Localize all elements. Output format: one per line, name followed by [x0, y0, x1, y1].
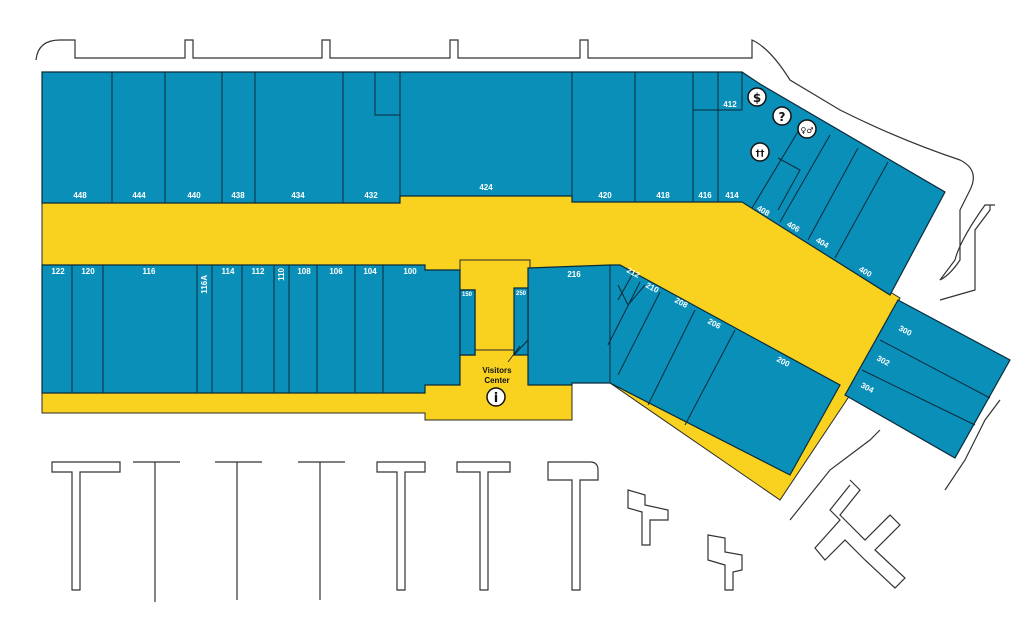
store-432[interactable]: 432 — [364, 191, 378, 200]
atm-icon-glyph: $ — [753, 91, 761, 105]
store-110[interactable]: 110 — [277, 267, 286, 280]
visitors-center-label-line1: Visitors — [482, 366, 512, 375]
site-outline — [35, 39, 1001, 521]
store-250[interactable]: 250 — [516, 291, 527, 297]
store-112[interactable]: 112 — [252, 267, 265, 276]
store-414[interactable]: 414 — [725, 191, 739, 200]
food-icon-glyph: †† — [756, 149, 766, 159]
store-416[interactable]: 416 — [698, 191, 712, 200]
store-438[interactable]: 438 — [231, 191, 245, 200]
amenity-icons: $ ? ♀♂ †† — [747, 87, 817, 162]
atm-icon[interactable] — [747, 87, 767, 107]
lower-right-store-block — [513, 264, 841, 476]
help-icon[interactable] — [772, 106, 792, 126]
store-120[interactable]: 120 — [81, 267, 95, 276]
store-418[interactable]: 418 — [656, 191, 670, 200]
store-412[interactable]: 412 — [723, 100, 737, 109]
parking-area — [51, 461, 906, 602]
store-116[interactable]: 116 — [143, 267, 156, 276]
help-icon-glyph: ? — [779, 110, 786, 124]
store-100[interactable]: 100 — [403, 267, 417, 276]
east-store-block — [844, 299, 1011, 459]
store-150[interactable]: 150 — [462, 292, 473, 298]
visitors-center-label-line2: Center — [484, 376, 509, 385]
info-icon[interactable] — [486, 387, 506, 407]
store-444[interactable]: 444 — [132, 191, 146, 200]
info-icon-glyph: i — [494, 391, 498, 406]
store-116a[interactable]: 116A — [200, 275, 209, 294]
store-448[interactable]: 448 — [73, 191, 87, 200]
restroom-icon[interactable] — [797, 119, 817, 139]
store-216[interactable]: 216 — [567, 270, 581, 279]
store-420[interactable]: 420 — [598, 191, 612, 200]
visitors-center[interactable]: Visitors Center i — [482, 345, 521, 407]
store-104[interactable]: 104 — [363, 267, 377, 276]
restroom-icon-glyph: ♀♂ — [800, 126, 813, 135]
store-424[interactable]: 424 — [479, 183, 493, 192]
store-108[interactable]: 108 — [297, 267, 311, 276]
store-106[interactable]: 106 — [329, 267, 343, 276]
store-114[interactable]: 114 — [222, 267, 235, 276]
store-122[interactable]: 122 — [51, 267, 65, 276]
store-434[interactable]: 434 — [291, 191, 305, 200]
store-440[interactable]: 440 — [187, 191, 201, 200]
upper-store-block — [41, 71, 946, 296]
food-icon[interactable] — [750, 142, 770, 162]
lower-left-store-block — [41, 264, 476, 394]
